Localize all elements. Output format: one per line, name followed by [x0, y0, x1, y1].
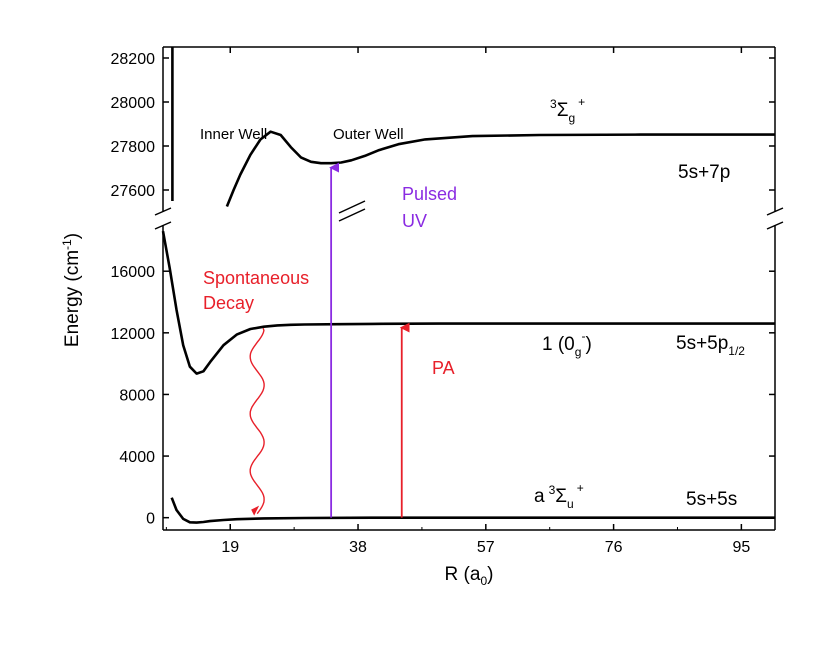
state-label-0g: 1 (0g-): [542, 329, 592, 359]
x-tick-label: 57: [477, 539, 495, 556]
series-line-lower: [170, 497, 775, 524]
annotation-outer-well: Outer Well: [333, 126, 404, 143]
y-tick-label-lower: 16000: [111, 264, 156, 281]
break-mark-mid-b: [338, 208, 366, 222]
annotation-uv: UV: [402, 211, 427, 231]
asymptote-label-5s5s: 5s+5s: [686, 489, 737, 510]
y-tick-label-lower: 8000: [119, 387, 155, 404]
spontaneous-decay-arrowhead: [251, 505, 260, 516]
break-mark-right-a: [766, 207, 784, 216]
annotation-pa: PA: [432, 358, 455, 378]
x-tick-label: 19: [221, 539, 239, 556]
series-layer: [161, 47, 775, 524]
arrow-layer: [249, 162, 410, 518]
break-mark-left-a: [154, 207, 172, 216]
y-tick-label-lower: 4000: [119, 449, 155, 466]
plot-frame: [154, 46, 784, 531]
series-line-lower: [161, 230, 775, 375]
y-tick-label-lower: 0: [146, 511, 155, 528]
y-axis-title: Energy (cm-1): [60, 233, 83, 347]
x-axis-title: R (a0): [445, 564, 494, 588]
break-mark-mid-a: [338, 200, 366, 214]
asymptote-label-5s5p: 5s+5p1/2: [676, 333, 745, 358]
y-tick-label-lower: 12000: [111, 326, 156, 343]
x-tick-label: 95: [732, 539, 750, 556]
break-mark-right-b: [766, 221, 784, 230]
annotation-spontaneous: Spontaneous: [203, 268, 309, 288]
annotation-pulsed: Pulsed: [402, 184, 457, 204]
y-tick-label-upper: 27800: [111, 139, 156, 156]
spontaneous-decay-wavy-line: [249, 327, 265, 515]
annotation-decay: Decay: [203, 293, 254, 313]
x-tick-label: 76: [605, 539, 623, 556]
series-line-upper: [225, 130, 775, 207]
y-tick-label-upper: 28200: [111, 51, 156, 68]
y-tick-label-upper: 27600: [111, 183, 156, 200]
y-tick-label-upper: 28000: [111, 95, 156, 112]
break-mark-left-b: [154, 221, 172, 230]
annotation-inner-well: Inner Well: [200, 126, 267, 143]
x-tick-label: 38: [349, 539, 367, 556]
state-label-sigma-g: 3Σg+: [550, 95, 585, 125]
axis-ticks: 19 38 57 76 95 27600 27800 28000 28200 0 4000 8000 1…: [111, 47, 775, 556]
asymptote-label-5s7p: 5s+7p: [678, 162, 730, 183]
